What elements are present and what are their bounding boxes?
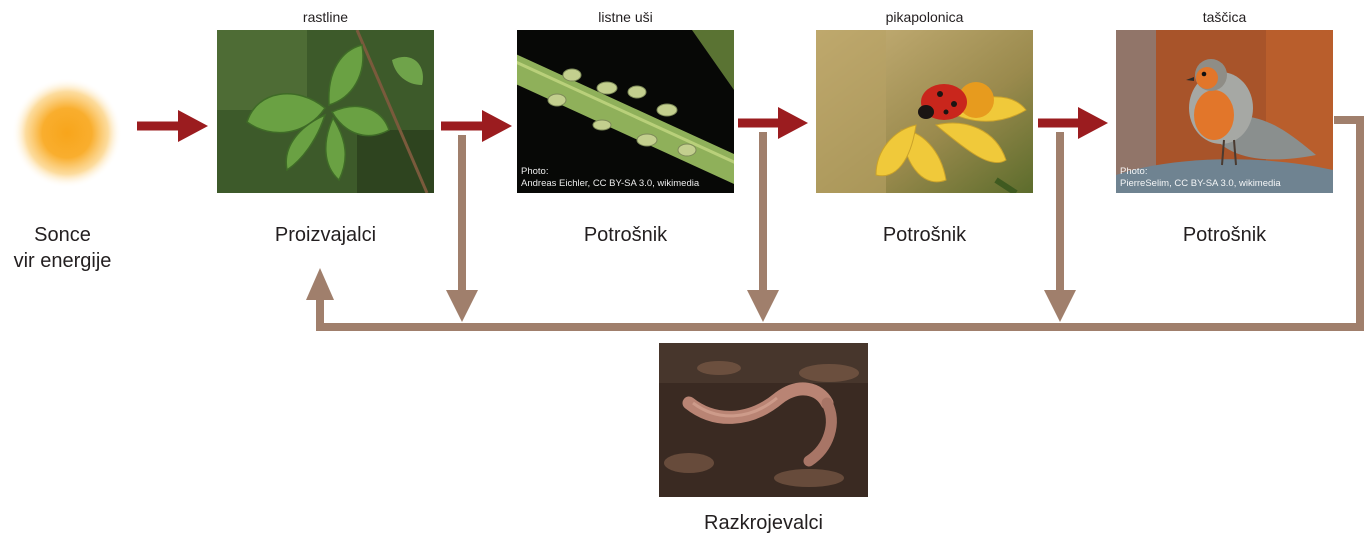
energy-arrow-ladybird-to-robin	[1038, 107, 1108, 139]
energy-arrow-plants-to-aphids	[441, 110, 512, 142]
role-consumer-3: Potrošnik	[1116, 222, 1333, 248]
aphids-credit-line2: Andreas Eichler, CC BY-SA 3.0, wikimedia	[521, 178, 699, 190]
caption-aphids: listne uši	[517, 9, 734, 25]
energy-arrow-aphids-to-ladybird	[738, 107, 808, 139]
sun-name: Sonce	[0, 222, 125, 248]
earthworm-photo	[659, 343, 868, 497]
caption-plants: rastline	[217, 9, 434, 25]
sun-label: Sonce vir energije	[0, 222, 125, 274]
robin-photo: Photo: PierreSelim, CC BY-SA 3.0, wikime…	[1116, 30, 1333, 193]
sun-icon	[12, 78, 122, 188]
aphids-credit-line1: Photo:	[521, 166, 699, 178]
caption-ladybird: pikapolonica	[816, 9, 1033, 25]
role-producers: Proizvajalci	[217, 222, 434, 248]
sun-subtitle: vir energije	[0, 248, 125, 274]
decomposition-arrowheads	[306, 268, 1076, 322]
robin-photo-credit: Photo: PierreSelim, CC BY-SA 3.0, wikime…	[1120, 166, 1281, 190]
energy-arrow-sun-to-plants	[137, 110, 208, 142]
role-consumer-1: Potrošnik	[517, 222, 734, 248]
role-decomposers: Razkrojevalci	[659, 510, 868, 536]
aphids-photo: Photo: Andreas Eichler, CC BY-SA 3.0, wi…	[517, 30, 734, 193]
ladybird-photo	[816, 30, 1033, 193]
robin-credit-line2: PierreSelim, CC BY-SA 3.0, wikimedia	[1120, 178, 1281, 190]
aphids-photo-credit: Photo: Andreas Eichler, CC BY-SA 3.0, wi…	[521, 166, 699, 190]
plant-leaves-photo	[217, 30, 434, 193]
caption-robin: taščica	[1116, 9, 1333, 25]
role-consumer-2: Potrošnik	[816, 222, 1033, 248]
robin-credit-line1: Photo:	[1120, 166, 1281, 178]
